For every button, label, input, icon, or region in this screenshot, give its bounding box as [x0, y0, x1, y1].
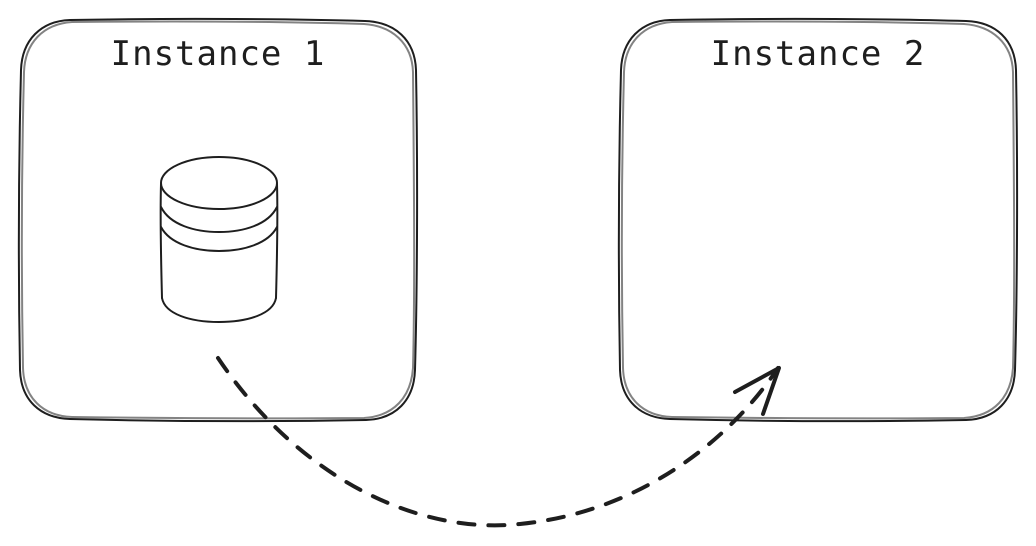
instance-1-title: Instance 1: [111, 34, 326, 74]
dashed-arrow[interactable]: [216, 356, 781, 528]
instance-2-title: Instance 2: [711, 34, 926, 74]
database-icon: [159, 156, 279, 323]
instance-1-box[interactable]: Instance 1: [17, 17, 419, 423]
instance-2-box[interactable]: Instance 2: [617, 17, 1019, 423]
dashed-arrow-line: [216, 356, 780, 528]
arrowhead-icon: [733, 366, 781, 416]
